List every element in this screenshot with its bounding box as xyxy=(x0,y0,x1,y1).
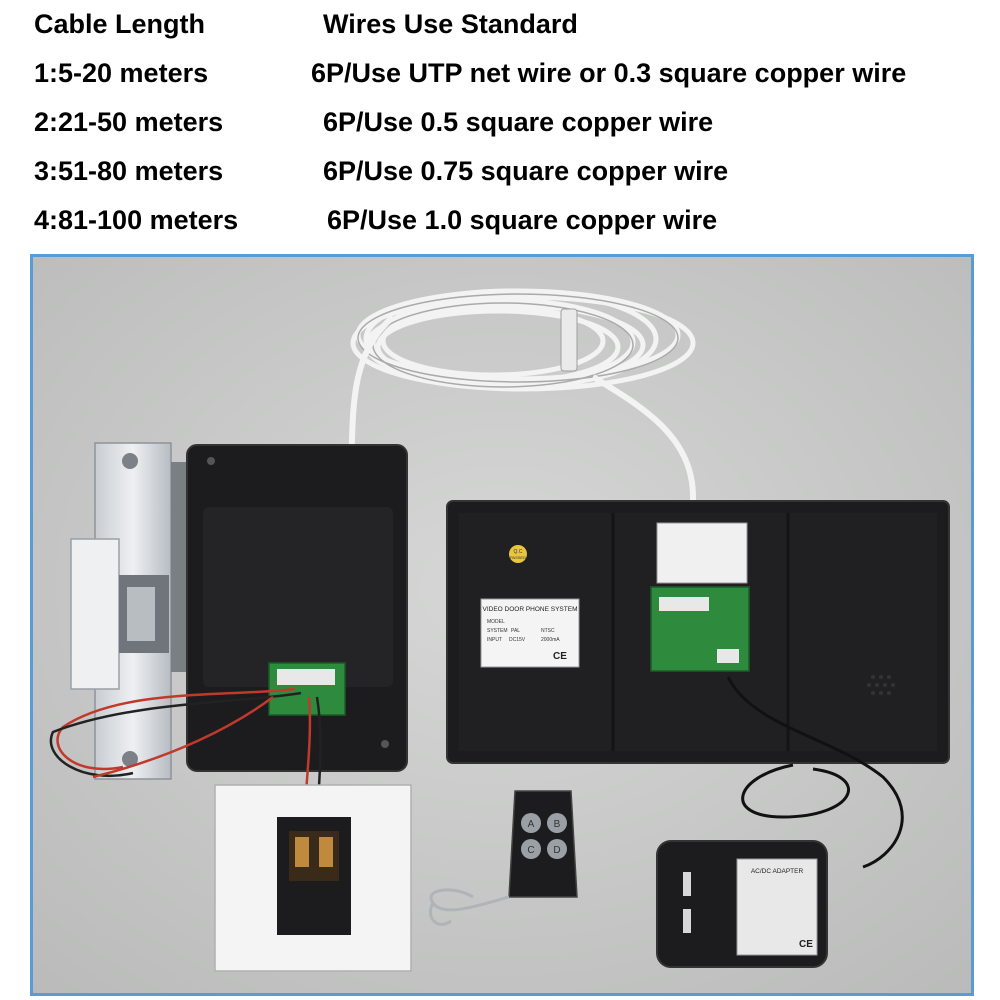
sticker-pal: PAL xyxy=(511,628,520,634)
product-photo-illustration: Q.C PASSED VIDEO DOOR PHONE SYSTEM MODEL… xyxy=(33,257,971,993)
remote-button-c: C xyxy=(527,845,534,856)
table-header-row: Cable Length Wires Use Standard xyxy=(0,4,1000,44)
wire-standard-cell: 6P/Use 0.75 square copper wire xyxy=(323,156,729,186)
power-cable-coil xyxy=(741,763,850,819)
adapter-ce-mark: CE xyxy=(799,939,813,950)
cable-length-cell: 1:5-20 meters xyxy=(34,58,209,88)
sticker-ntsc: NTSC xyxy=(541,628,555,634)
indoor-monitor: Q.C PASSED VIDEO DOOR PHONE SYSTEM MODEL… xyxy=(446,500,950,764)
door-camera-unit xyxy=(186,444,408,772)
qc-sticker xyxy=(509,545,527,563)
sticker-current: 2000mA xyxy=(541,637,560,643)
wire-standard-cell: 6P/Use 1.0 square copper wire xyxy=(327,205,718,235)
sticker-title: VIDEO DOOR PHONE SYSTEM xyxy=(483,606,578,613)
header-wires-standard: Wires Use Standard xyxy=(323,9,578,39)
cable-tie xyxy=(560,308,578,372)
cable-length-cell: 4:81-100 meters xyxy=(34,205,239,235)
table-row: 3:51-80 meters 6P/Use 0.75 square copper… xyxy=(0,151,1000,191)
remote-key-fob: A B C D xyxy=(428,790,578,926)
sticker-ce-mark: CE xyxy=(553,651,567,662)
remote-button-b: B xyxy=(554,819,561,830)
sticker-voltage: DC15V xyxy=(509,637,526,643)
cable-spec-table: Cable Length Wires Use Standard 1:5-20 m… xyxy=(0,0,1000,245)
wiring-diagram-sticker xyxy=(656,522,748,584)
sticker-system: SYSTEM xyxy=(487,628,508,634)
product-photo: Q.C PASSED VIDEO DOOR PHONE SYSTEM MODEL… xyxy=(30,254,974,996)
exit-button-plate xyxy=(214,784,412,972)
remote-button-a: A xyxy=(528,819,535,830)
qc-sticker-line1: Q.C xyxy=(514,549,523,555)
sticker-input: INPUT xyxy=(487,637,502,643)
table-row: 4:81-100 meters 6P/Use 1.0 square copper… xyxy=(0,200,1000,240)
monitor-spec-sticker xyxy=(480,598,580,668)
sticker-model: MODEL xyxy=(487,619,505,625)
table-row: 1:5-20 meters 6P/Use UTP net wire or 0.3… xyxy=(0,53,1000,93)
wire-standard-cell: 6P/Use 0.5 square copper wire xyxy=(323,107,714,137)
cable-length-cell: 2:21-50 meters xyxy=(34,107,224,137)
wire-standard-cell: 6P/Use UTP net wire or 0.3 square copper… xyxy=(311,58,907,88)
qc-sticker-line2: PASSED xyxy=(510,555,526,560)
monitor-power-cable xyxy=(726,676,904,869)
speaker-grille xyxy=(867,675,895,695)
remote-button-d: D xyxy=(553,845,560,856)
ac-dc-adapter: AC/DC ADAPTER CE xyxy=(656,840,828,968)
table-row: 2:21-50 meters 6P/Use 0.5 square copper … xyxy=(0,102,1000,142)
cable-length-cell: 3:51-80 meters xyxy=(34,156,224,186)
adapter-label-title: AC/DC ADAPTER xyxy=(751,868,804,875)
header-cable-length: Cable Length xyxy=(34,9,206,39)
